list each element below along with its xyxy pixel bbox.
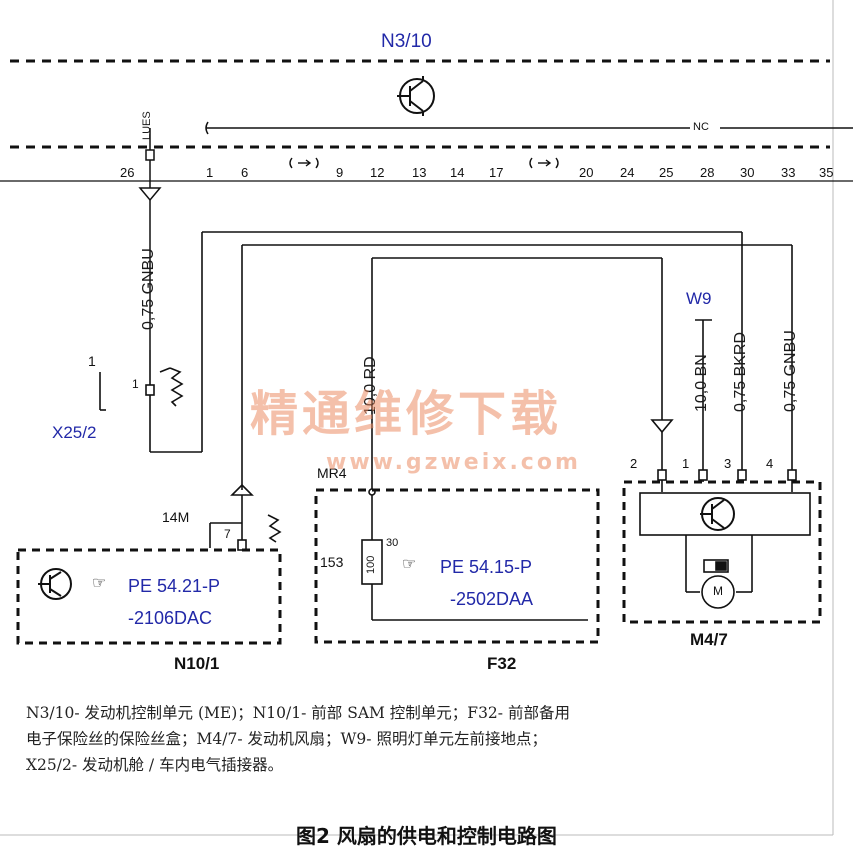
wire-label-bkrd: 0,75 BKRD — [732, 331, 749, 412]
figure-title: 图2 风扇的供电和控制电路图 — [296, 824, 557, 848]
caption-line: 电子保险丝的保险丝盒；M4/7- 发动机风扇；W9- 照明灯单元左前接地点； — [26, 730, 547, 748]
fan-transistor-icon — [700, 497, 735, 531]
fuse-pin-30: 30 — [386, 537, 399, 549]
component-boxes — [16, 480, 822, 645]
ecu-pin: 25 — [659, 165, 674, 180]
fan-pin: 2 — [630, 456, 638, 471]
ecu-transistor-icon — [397, 76, 435, 116]
hand-pointer-icon: ☞ — [92, 575, 107, 592]
lues-label: LUES — [141, 111, 153, 140]
fuse-pin-153: 153 — [320, 554, 344, 570]
ecu-pin: 26 — [120, 165, 135, 180]
ecu-label: N3/10 — [381, 31, 432, 52]
ecu-pin: 17 — [489, 165, 504, 180]
ecu-pin: 12 — [370, 165, 385, 180]
caption-line: X25/2- 发动机舱 / 车内电气插接器。 — [26, 756, 284, 774]
ecu-pin: 9 — [336, 165, 344, 180]
fuse-ref-line2: -2502DAA — [450, 589, 534, 609]
sam-ref-line1: PE 54.21-P — [128, 576, 221, 596]
ecu-boundary — [10, 59, 830, 149]
nc-label: NC — [693, 121, 709, 133]
fan-pin: 3 — [724, 456, 732, 471]
motor-m-label: M — [713, 584, 723, 598]
watermark-text: 精通维修下载 — [250, 386, 563, 442]
fan-pin: 1 — [682, 456, 690, 471]
connector-label: X25/2 — [52, 423, 97, 442]
watermark-url: www.gzweix.com — [326, 450, 581, 475]
wiring — [99, 231, 811, 621]
ecu-pin: 1 — [206, 165, 214, 180]
sam-transistor-icon — [38, 568, 72, 600]
sam-label: N10/1 — [174, 654, 220, 673]
ecu-pin: 24 — [620, 165, 635, 180]
ecu-pin: 14 — [450, 165, 465, 180]
sam-connector-label: 14M — [162, 509, 190, 525]
nc-line — [205, 121, 853, 135]
x25-pin-outer: 1 — [88, 353, 96, 369]
ecu-pin: 30 — [740, 165, 755, 180]
wire-label-bn: 10,0 BN — [693, 354, 710, 412]
ecu-pin: 6 — [241, 165, 249, 180]
ecu-pin: 20 — [579, 165, 594, 180]
ground-label: W9 — [686, 289, 712, 308]
ecu-pin: 13 — [412, 165, 427, 180]
fuse-ref-line1: PE 54.15-P — [440, 557, 533, 577]
hand-pointer-icon: ☞ — [402, 556, 417, 573]
caption-line: N3/10- 发动机控制单元 (ME)；N10/1- 前部 SAM 控制单元；F… — [26, 704, 570, 722]
fan-pin: 4 — [766, 456, 774, 471]
wire-label-gnbu-right: 0,75 GNBU — [782, 330, 799, 412]
figure-caption: N3/10- 发动机控制单元 (ME)；N10/1- 前部 SAM 控制单元；F… — [26, 700, 826, 778]
mr4-label: MR4 — [317, 465, 347, 481]
fan-label: M4/7 — [690, 630, 728, 649]
sam-pin-7: 7 — [224, 527, 231, 541]
ecu-pin: 35 — [819, 165, 834, 180]
fuse-rating: 100 — [365, 555, 377, 574]
x25-pin-inner: 1 — [132, 377, 139, 391]
ecu-pin: 33 — [781, 165, 796, 180]
ecu-pin: 28 — [700, 165, 715, 180]
sam-ref-line2: -2106DAC — [128, 608, 213, 628]
wire-label-gnbu-left: 0,75 GNBU — [140, 248, 157, 330]
fuse-box-label: F32 — [487, 654, 517, 673]
